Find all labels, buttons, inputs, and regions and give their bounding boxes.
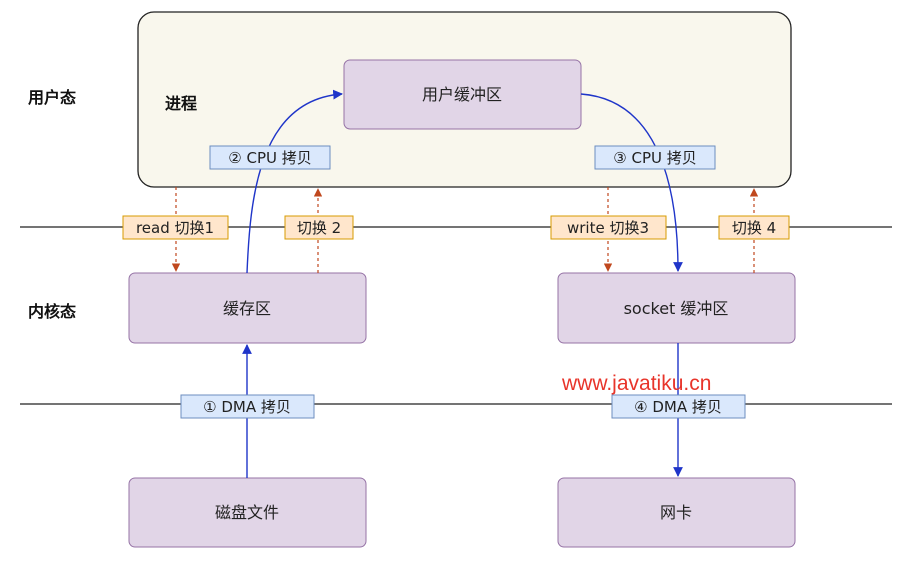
switch-1-tag: read 切换1: [122, 215, 229, 240]
dma-copy-4-label: ④ DMA 拷贝: [634, 398, 722, 416]
page-cache-box: 缓存区: [128, 272, 367, 344]
cpu-copy-2-label: ② CPU 拷贝: [228, 149, 311, 167]
dma-copy-1-label: ① DMA 拷贝: [203, 398, 291, 416]
page-cache-label: 缓存区: [223, 299, 271, 318]
switch-2-tag: 切换 2: [284, 215, 354, 240]
dma-copy-4-tag: ④ DMA 拷贝: [611, 394, 746, 419]
dma-copy-1-tag: ① DMA 拷贝: [180, 394, 315, 419]
switch-3-label: write 切换3: [567, 219, 649, 237]
switch-3-tag: write 切换3: [550, 215, 667, 240]
cpu-copy-2-tag: ② CPU 拷贝: [209, 145, 331, 170]
switch-4-label: 切换 4: [732, 219, 776, 237]
process-label: 进程: [165, 94, 197, 113]
kernel-mode-label: 内核态: [28, 302, 76, 321]
watermark: www.javatiku.cn: [561, 372, 711, 395]
disk-file-label: 磁盘文件: [215, 503, 279, 522]
cpu-copy-3-label: ③ CPU 拷贝: [613, 149, 696, 167]
cpu-copy-3-tag: ③ CPU 拷贝: [594, 145, 716, 170]
switch-2-label: 切换 2: [297, 219, 341, 237]
switch-1-label: read 切换1: [136, 219, 214, 237]
user-buffer-box: 用户缓冲区: [343, 59, 582, 130]
nic-label: 网卡: [660, 503, 692, 522]
switch-4-tag: 切换 4: [718, 215, 790, 240]
socket-buffer-label: socket 缓冲区: [624, 299, 729, 318]
disk-file-box: 磁盘文件: [128, 477, 367, 548]
nic-box: 网卡: [557, 477, 796, 548]
socket-buffer-box: socket 缓冲区: [557, 272, 796, 344]
user-mode-label: 用户态: [28, 88, 76, 107]
user-buffer-label: 用户缓冲区: [422, 85, 502, 104]
